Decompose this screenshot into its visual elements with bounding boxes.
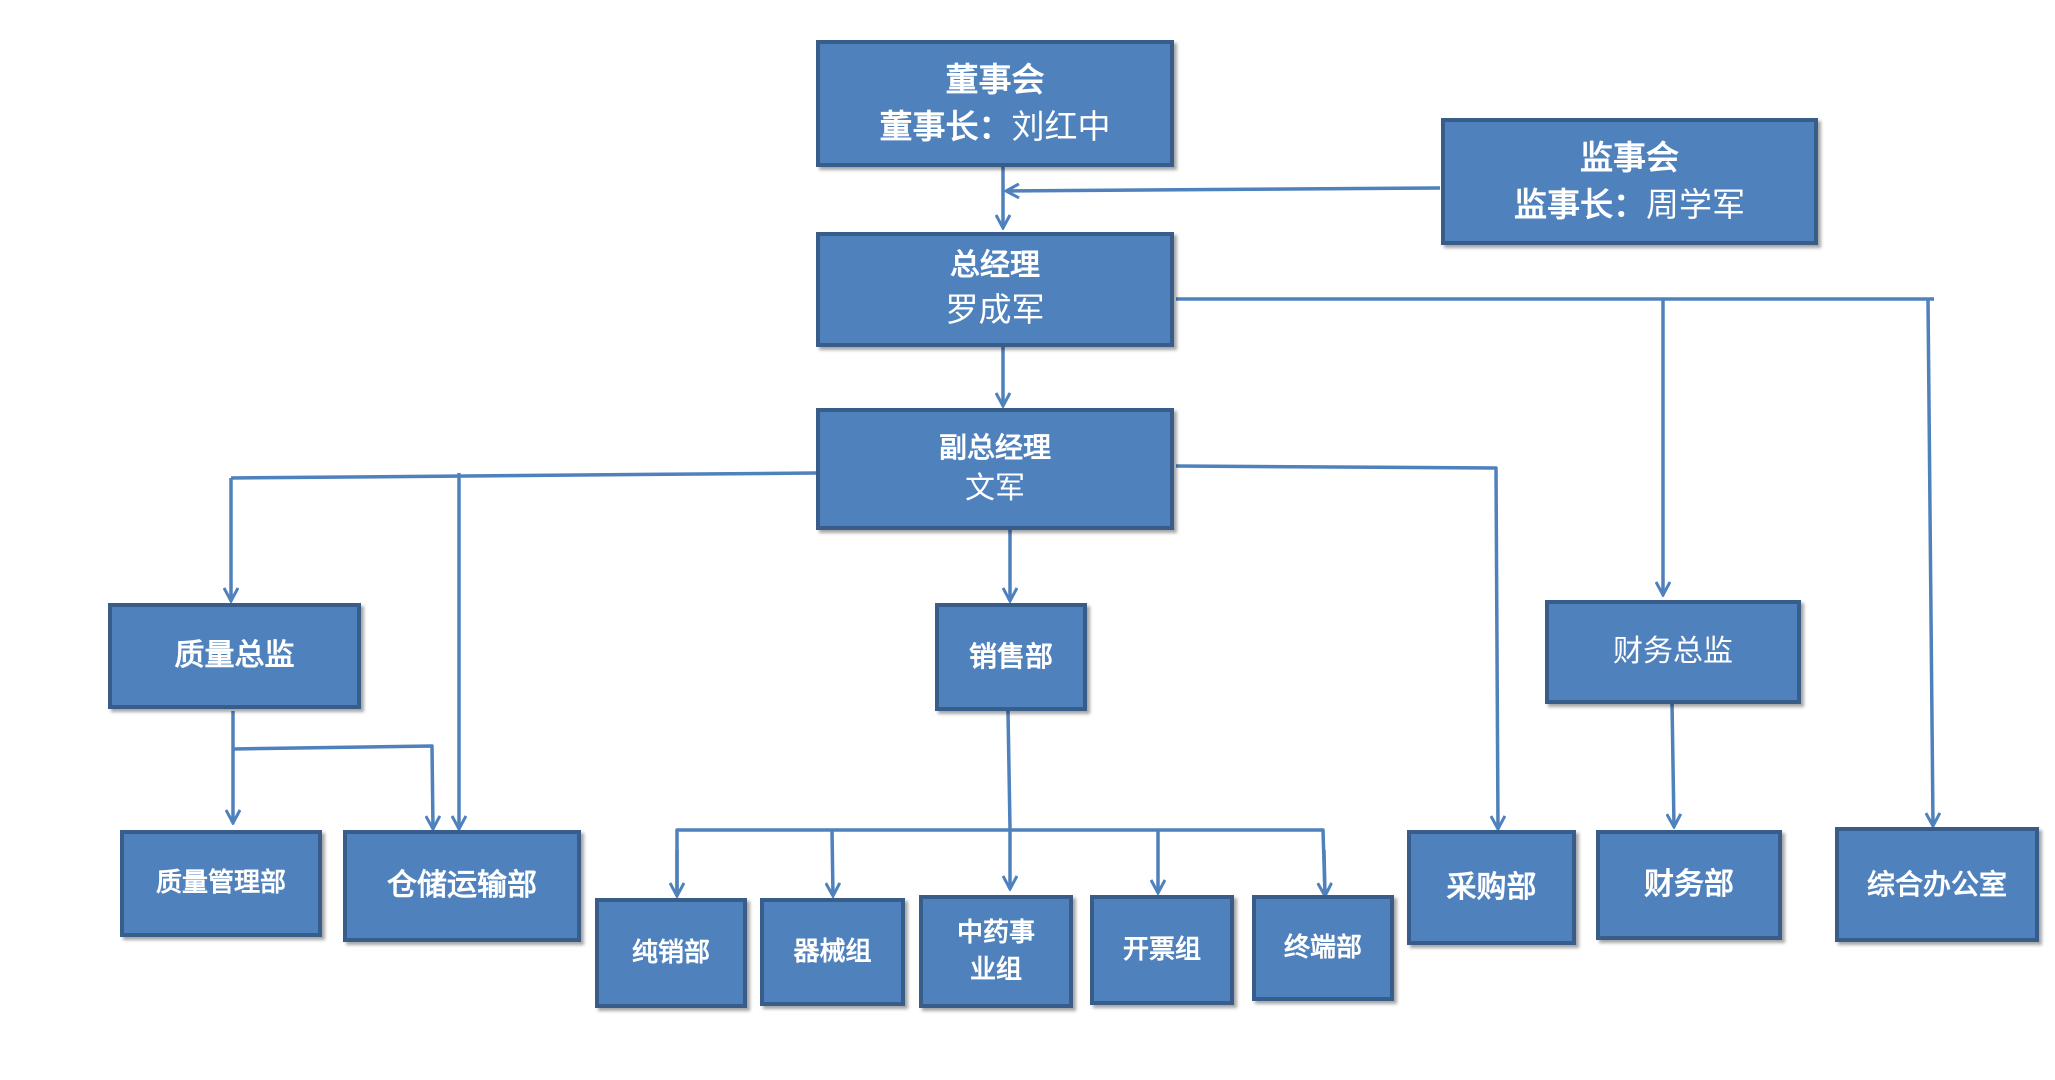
quality-mgmt-title: 质量管理部: [155, 868, 286, 899]
storage-box: 仓储运输部: [343, 830, 581, 942]
connector-sales-terminal: [1324, 849, 1325, 896]
purchasing-box: 采购部: [1407, 830, 1576, 945]
gm-name: 罗成军: [945, 290, 1045, 330]
connector-finance-director-finance: [1672, 701, 1674, 827]
connector-sales-equipment: [832, 829, 833, 896]
board-chair: 董事长：刘红中: [880, 104, 1111, 150]
connector-deputy-left: [230, 471, 817, 480]
tcm-title-line1: 中药事: [956, 918, 1035, 949]
connector-supervisory-gm: [1006, 188, 1441, 191]
quality-director-box: 质量总监: [108, 603, 361, 709]
gm-title: 总经理: [950, 248, 1040, 284]
office-title: 综合办公室: [1866, 867, 2007, 901]
supervisory-chair-name: 周学军: [1646, 184, 1745, 224]
quality-director-title: 质量总监: [174, 638, 295, 673]
finance-box: 财务部: [1596, 830, 1782, 940]
board-chair-label: 董事长：: [879, 106, 1012, 146]
invoice-title: 开票组: [1122, 934, 1201, 965]
sales-title: 销售部: [968, 640, 1053, 674]
board-title: 董事会: [945, 60, 1045, 100]
finance-title: 财务部: [1644, 867, 1734, 902]
connector-groups-bar: [675, 828, 1327, 896]
sales-box: 销售部: [935, 603, 1087, 711]
supervisory-title: 监事会: [1580, 138, 1679, 178]
supervisory-chair-label: 监事长：: [1514, 184, 1646, 224]
supervisory-box: 监事会 监事长：周学军: [1441, 118, 1818, 245]
terminal-title: 终端部: [1283, 932, 1362, 963]
pure-sales-box: 纯销部: [595, 898, 747, 1008]
deputy-gm-name: 文军: [965, 470, 1025, 506]
connector-gm-office: [1928, 298, 1933, 826]
deputy-gm-title: 副总经理: [938, 431, 1051, 465]
connector-sales-groups: [1008, 710, 1010, 889]
finance-director-title: 财务总监: [1613, 634, 1733, 669]
board-chair-name: 刘红中: [1011, 106, 1111, 146]
finance-director-box: 财务总监: [1545, 600, 1801, 704]
gm-box: 总经理 罗成军: [816, 232, 1174, 347]
connector-deputy-purchasing: [1175, 464, 1498, 829]
invoice-box: 开票组: [1090, 895, 1234, 1005]
deputy-gm-box: 副总经理 文军: [816, 408, 1174, 530]
pure-sales-title: 纯销部: [631, 937, 710, 968]
office-box: 综合办公室: [1835, 827, 2039, 942]
connector-quality-director-storage: [232, 744, 433, 829]
equipment-title: 器械组: [793, 936, 872, 967]
equipment-box: 器械组: [760, 898, 905, 1006]
purchasing-title: 采购部: [1446, 869, 1537, 905]
terminal-box: 终端部: [1252, 895, 1394, 1001]
tcm-title-line2: 业组: [969, 954, 1022, 985]
board-box: 董事会 董事长：刘红中: [816, 40, 1174, 167]
tcm-box: 中药事 业组: [919, 895, 1073, 1008]
supervisory-chair: 监事长：周学军: [1514, 182, 1745, 228]
quality-mgmt-box: 质量管理部: [120, 830, 322, 937]
storage-title: 仓储运输部: [387, 868, 537, 903]
